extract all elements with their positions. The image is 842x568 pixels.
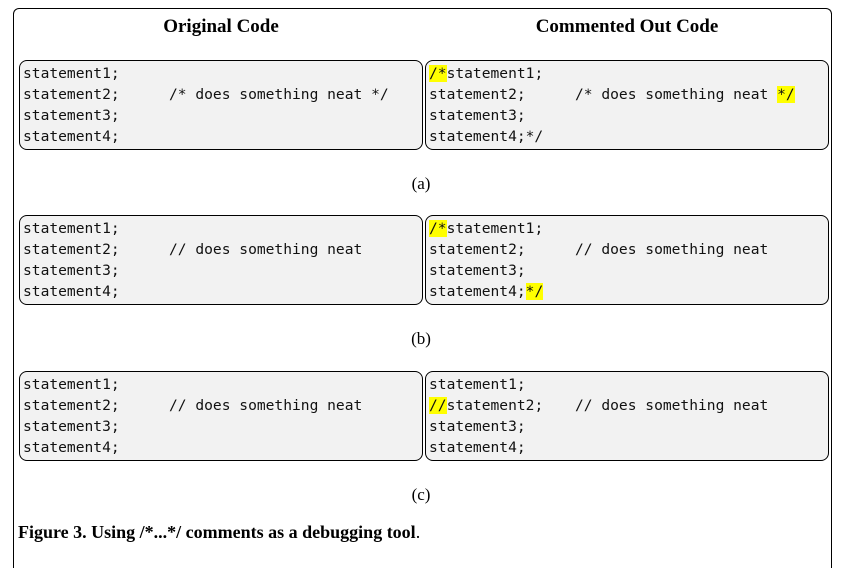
header-commented-out-code: Commented Out Code [535,16,719,37]
panel-label: (b) [411,329,431,348]
code-line: /*statement1; [429,63,828,84]
code-statement: statement2; [23,397,120,414]
original-code-box-b: statement1; statement2; // does something … [19,215,423,305]
caption-period: . [415,522,421,542]
code-line: statement3; [429,105,828,126]
code-statement: statement4; [23,439,120,456]
code-statement: statement3; [23,107,120,124]
code-line: statement3; [429,416,828,437]
code-line: statement3; [23,105,422,126]
code-line: statement2; /* does something neat */ [23,84,422,105]
code-statement: statement4;*/ [429,128,544,145]
comment-marker-highlight: /* [429,65,447,82]
code-statement: statement2; [429,241,526,258]
code-comment: // does something neat [169,397,363,414]
code-line: statement1; [23,63,422,84]
comment-marker-highlight: */ [525,283,544,300]
code-comment: // does something neat [169,241,363,258]
code-statement: statement4; [429,283,526,300]
code-statement: statement3; [429,107,526,124]
code-comment: /* does something neat */ [575,84,795,105]
code-statement: statement3; [23,418,120,435]
code-line: statement4;*/ [429,126,828,147]
code-line: /*statement1; [429,218,828,239]
code-statement: statement2; [23,86,120,103]
code-line: statement1; [23,374,422,395]
code-line: statement4; [429,437,828,458]
code-line: statement4; [23,281,422,302]
code-line: statement2; // does something neat [429,239,828,260]
comment-marker-highlight: */ [777,86,795,103]
comment-marker-highlight: // [429,397,447,414]
figure-frame [13,8,832,568]
code-line: statement2; /* does something neat */ [429,84,828,105]
code-statement: statement4; [23,128,120,145]
code-statement: statement4; [429,439,526,456]
original-code-box-c: statement1; statement2; // does something … [19,371,423,461]
commented-code-box-a: /*statement1; statement2; /* does somethin… [425,60,829,150]
code-comment-text: // does something neat [575,241,769,258]
code-statement: statement2; [23,241,120,258]
code-comment-text: /* does something neat [575,86,778,103]
code-comment: // does something neat [575,239,768,260]
panel-label: (a) [411,174,431,193]
code-statement: statement1; [23,376,120,393]
code-line: //statement2; // does something neat [429,395,828,416]
header-original-code: Original Code [163,16,279,37]
code-line: statement2; // does something neat [23,239,422,260]
code-comment: /* does something neat */ [169,86,389,103]
code-line: statement4; [23,437,422,458]
code-statement: statement4; [23,283,120,300]
code-statement: statement3; [23,262,120,279]
code-statement: statement1; [23,65,120,82]
panel-label: (c) [411,485,431,504]
code-statement: statement3; [429,262,526,279]
caption-bold-text: Figure 3. Using /*...*/ comments as a de… [18,522,416,542]
code-comment-text: // does something neat [575,397,769,414]
code-statement: statement1; [429,376,526,393]
code-line: statement2; // does something neat [23,395,422,416]
code-statement: statement1; [23,220,120,237]
commented-code-box-c: statement1; //statement2; // does somethin… [425,371,829,461]
code-line: statement4; [23,126,422,147]
code-statement: statement1; [446,220,544,237]
original-code-box-a: statement1; statement2; /* does something … [19,60,423,150]
code-comment: // does something neat [575,395,768,416]
code-line: statement4;*/ [429,281,828,302]
code-line: statement1; [23,218,422,239]
figure-caption: Figure 3. Using /*...*/ comments as a de… [18,522,420,542]
code-line: statement3; [23,416,422,437]
code-line: statement3; [429,260,828,281]
code-line: statement3; [23,260,422,281]
code-statement: statement2; [429,86,526,103]
comment-marker-highlight: /* [429,220,447,237]
code-statement: statement3; [429,418,526,435]
code-statement: statement1; [446,65,544,82]
commented-code-box-b: /*statement1; statement2; // does somethin… [425,215,829,305]
code-line: statement1; [429,374,828,395]
code-statement: statement2; [446,397,544,414]
